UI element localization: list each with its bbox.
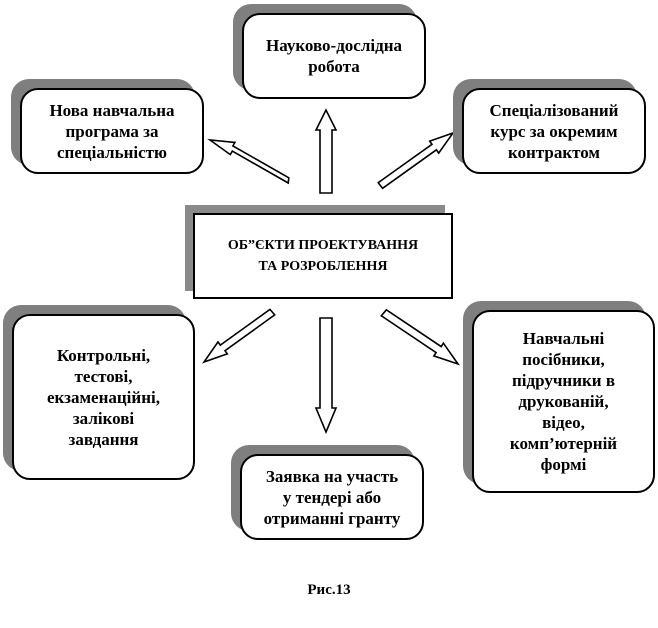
arrow-up-to-research (314, 108, 338, 194)
box-curriculum-label: Нова навчальна програма за спеціальністю (49, 100, 175, 162)
box-tender: Заявка на участь у тендері або отриманні… (240, 454, 424, 540)
arrow-to-textbooks (380, 308, 461, 366)
arrow-down-to-tender (314, 317, 338, 435)
box-textbooks: Навчальні посібники, підручники в друков… (472, 310, 655, 493)
box-curriculum: Нова навчальна програма за спеціальністю (20, 88, 204, 174)
box-special-course-label: Спеціалізований курс за окремим контракт… (489, 100, 619, 162)
center-box-label: ОБ”ЄКТИ ПРОЕКТУВАННЯ ТА РОЗРОБЛЕННЯ (227, 238, 419, 274)
arrow-to-special-course (377, 131, 456, 190)
box-tests: Контрольні, тестові, екзаменаційні, залі… (12, 314, 195, 480)
box-tender-label: Заявка на участь у тендері або отриманні… (263, 466, 401, 528)
arrow-to-curriculum (207, 138, 290, 185)
box-textbooks-label: Навчальні посібники, підручники в друков… (509, 329, 618, 474)
arrow-to-tests (201, 308, 276, 364)
box-special-course: Спеціалізований курс за окремим контракт… (462, 88, 646, 174)
box-tests-label: Контрольні, тестові, екзаменаційні, залі… (47, 345, 160, 449)
box-research-label: Науково-дослідна робота (265, 36, 403, 76)
figure-caption: Рис.13 (307, 582, 351, 598)
box-research: Науково-дослідна робота (242, 13, 426, 99)
center-box: ОБ”ЄКТИ ПРОЕКТУВАННЯ ТА РОЗРОБЛЕННЯ (193, 213, 453, 299)
